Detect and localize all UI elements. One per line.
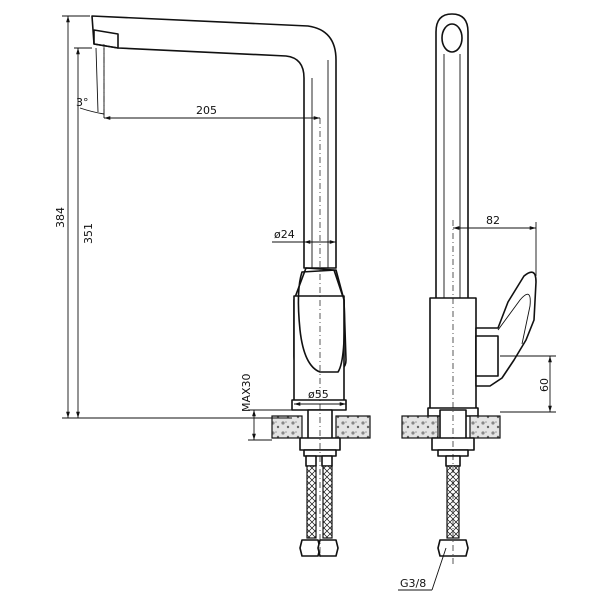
hose-right	[322, 465, 333, 539]
dim-spout-height-label: 351	[82, 223, 95, 244]
side-spout	[435, 13, 469, 301]
side-cartridge	[475, 335, 499, 377]
side-aerator	[441, 23, 463, 53]
deck-left	[271, 415, 303, 439]
dim-base-diameter-label: ø55	[308, 388, 329, 401]
deck-right	[335, 415, 371, 439]
dim-handle-reach-label: 82	[486, 214, 500, 227]
side-view: 82 60 G3/8	[398, 13, 556, 591]
base-ring	[291, 399, 347, 411]
hose-left	[306, 465, 317, 539]
dim-deck-max-label: MAX30	[240, 373, 253, 412]
dim-handle-height-label: 60	[538, 378, 551, 392]
handle-overlay	[297, 269, 346, 373]
aerator-nozzle	[93, 29, 119, 49]
dim-tube-diameter-label: ø24	[274, 228, 295, 241]
faucet-body	[293, 295, 345, 403]
hose-nut-right	[317, 539, 339, 557]
spout-outline	[91, 15, 337, 269]
hose-nut-left	[299, 539, 321, 557]
dim-thread-label: G3/8	[400, 577, 426, 590]
front-view: 3° 205 384 351 ø24 ø55 MAX30	[54, 15, 371, 560]
side-deck-left	[401, 415, 439, 439]
dim-spout-reach-label: 205	[196, 104, 217, 117]
dim-total-height-label: 384	[54, 207, 67, 228]
side-deck-right	[469, 415, 501, 439]
